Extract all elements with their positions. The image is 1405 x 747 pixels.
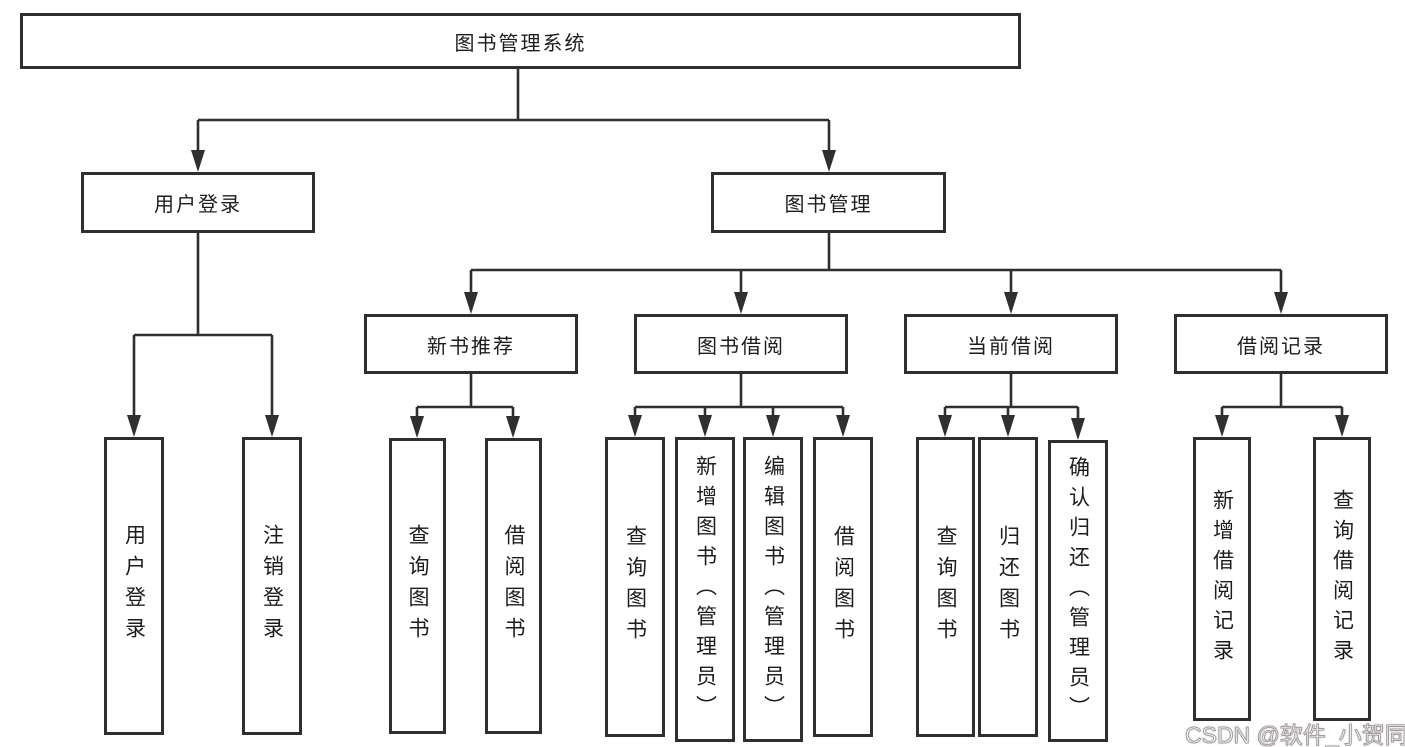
node-leaf-bb-add-books-admin-label: 新增图书（管理员） [693, 454, 717, 725]
node-leaf-nbr-borrow-books: 借阅图书 [485, 438, 542, 734]
node-leaf-user-login-label: 用户登录 [122, 524, 146, 648]
arrowheads [127, 150, 1349, 440]
node-book-borrow-label: 图书借阅 [697, 335, 785, 358]
node-leaf-bb-query-books-label: 查询图书 [623, 525, 647, 649]
node-borrow-records-label: 借阅记录 [1237, 335, 1325, 358]
node-leaf-cb-confirm-return-admin: 确认归还（管理员） [1048, 440, 1108, 742]
node-leaf-bb-add-books-admin: 新增图书（管理员） [675, 437, 735, 742]
node-borrow-records: 借阅记录 [1174, 314, 1388, 374]
node-leaf-cb-confirm-return-admin-label: 确认归还（管理员） [1066, 456, 1090, 726]
node-leaf-bb-borrow-books: 借阅图书 [813, 437, 873, 737]
node-current-borrow-label: 当前借阅 [967, 335, 1055, 358]
node-leaf-bb-borrow-books-label: 借阅图书 [831, 525, 855, 649]
node-leaf-nbr-query-books-label: 查询图书 [406, 524, 429, 648]
node-user-login-branch: 用户登录 [81, 172, 315, 233]
node-current-borrow: 当前借阅 [904, 314, 1118, 374]
node-leaf-logout: 注销登录 [242, 437, 302, 735]
node-leaf-bb-edit-books-admin: 编辑图书（管理员） [743, 437, 803, 742]
node-user-login-branch-label: 用户登录 [154, 194, 242, 216]
node-root-label: 图书管理系统 [454, 32, 587, 55]
node-leaf-nbr-query-books: 查询图书 [389, 438, 446, 734]
node-leaf-bb-edit-books-admin-label: 编辑图书（管理员） [761, 454, 785, 725]
node-leaf-bb-query-books: 查询图书 [605, 437, 665, 737]
node-leaf-cb-return-books-label: 归还图书 [996, 525, 1020, 649]
node-leaf-br-add-record: 新增借阅记录 [1193, 437, 1251, 721]
node-book-management-branch-label: 图书管理 [784, 194, 873, 216]
node-book-borrow: 图书借阅 [634, 314, 848, 374]
node-leaf-logout-label: 注销登录 [260, 524, 284, 648]
node-leaf-br-query-record-label: 查询借阅记录 [1330, 489, 1354, 669]
node-new-book-recommend: 新书推荐 [364, 314, 578, 374]
node-leaf-br-add-record-label: 新增借阅记录 [1210, 489, 1234, 669]
node-leaf-br-query-record: 查询借阅记录 [1313, 437, 1371, 721]
node-leaf-nbr-borrow-books-label: 借阅图书 [502, 524, 525, 648]
node-root: 图书管理系统 [20, 13, 1021, 69]
node-new-book-recommend-label: 新书推荐 [427, 335, 515, 358]
node-leaf-cb-return-books: 归还图书 [978, 437, 1038, 737]
node-leaf-cb-query-books-label: 查询图书 [934, 525, 957, 649]
node-leaf-user-login: 用户登录 [104, 437, 164, 735]
node-leaf-cb-query-books: 查询图书 [916, 437, 975, 737]
watermark: CSDN @软件_小贺同学 [1185, 722, 1405, 747]
node-book-management-branch: 图书管理 [711, 172, 946, 233]
